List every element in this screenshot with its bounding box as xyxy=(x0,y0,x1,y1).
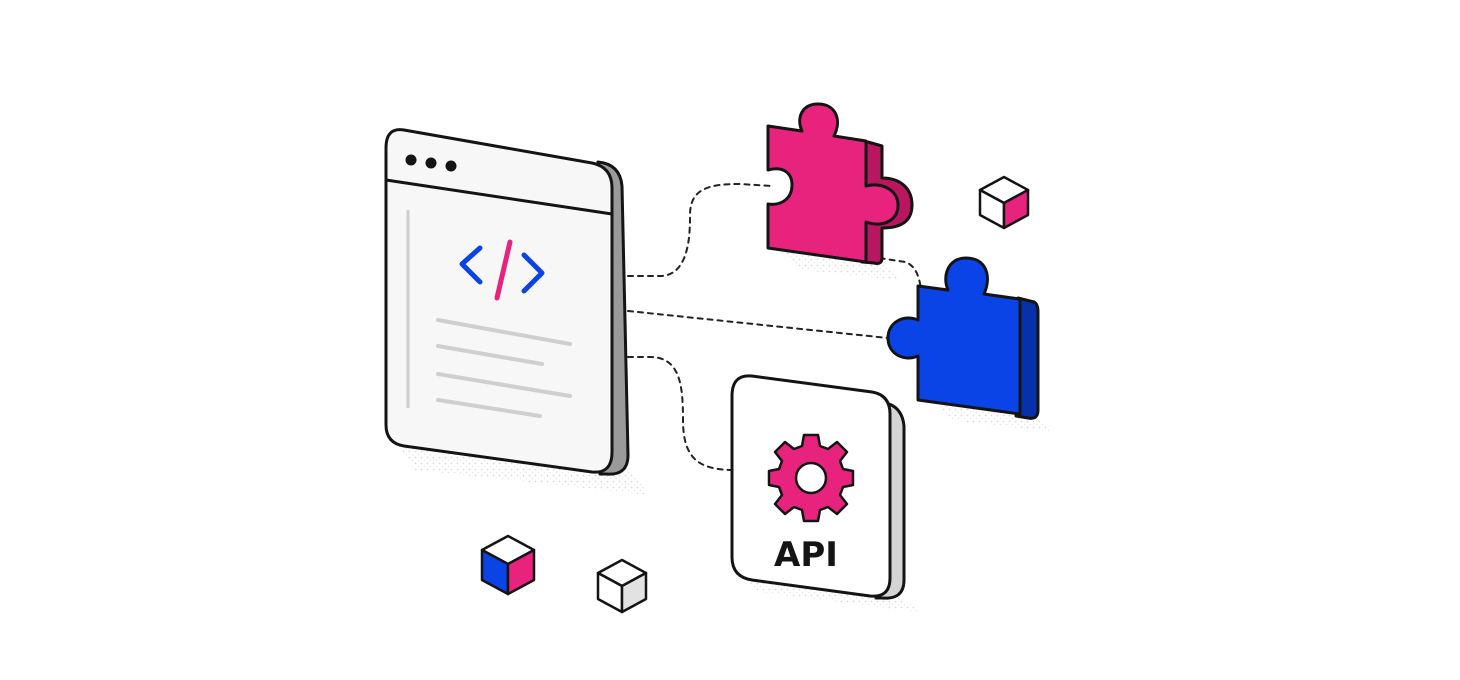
connector-to-api-card xyxy=(627,356,736,471)
browser-title-divider xyxy=(385,178,613,216)
cube-icon xyxy=(978,175,1030,230)
blue-piece-face xyxy=(886,256,1022,416)
api-card: API xyxy=(730,374,920,612)
gear-icon xyxy=(767,433,855,523)
content-line xyxy=(436,398,542,418)
code-brackets-icon xyxy=(459,239,545,301)
cube-icon xyxy=(480,534,536,596)
content-line xyxy=(436,344,544,366)
blue-piece-shadow xyxy=(930,400,1055,432)
window-dot-icon xyxy=(405,154,417,166)
browser-window xyxy=(384,128,650,495)
content-line xyxy=(436,318,572,346)
pink-piece-shadow xyxy=(780,250,900,280)
browser-window-face xyxy=(384,128,614,474)
content-line xyxy=(436,372,572,398)
content-lines xyxy=(436,318,572,418)
cube-icon xyxy=(596,558,648,614)
pink-piece-face xyxy=(766,102,900,264)
connector-to-blue-piece xyxy=(627,310,889,339)
blue-puzzle-piece-icon xyxy=(886,256,1055,432)
window-dot-icon xyxy=(445,160,457,172)
pink-puzzle-piece-icon xyxy=(766,102,914,280)
window-dot-icon xyxy=(425,157,437,169)
connector-to-pink-piece xyxy=(627,182,773,277)
api-label: API xyxy=(774,535,838,575)
